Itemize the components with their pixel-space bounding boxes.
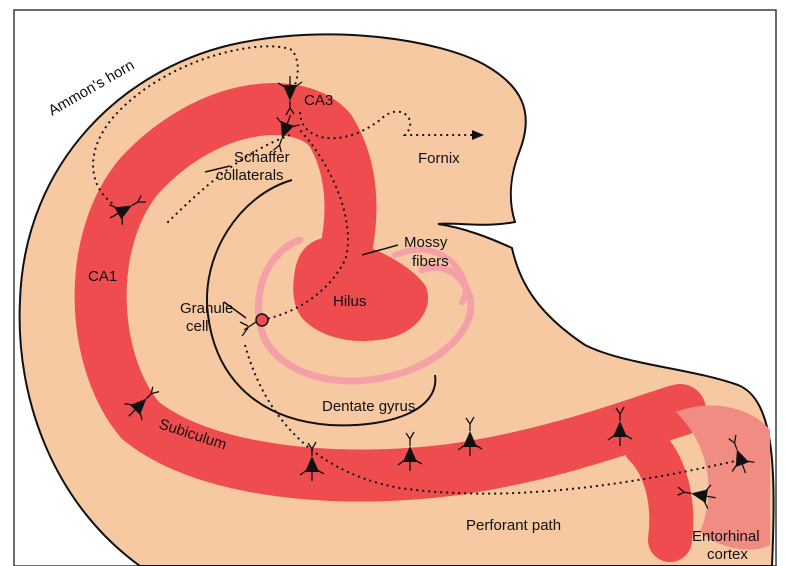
label-granule-2: cell [186, 318, 209, 335]
label-schaffer-2: collaterals [216, 167, 284, 184]
label-fornix: Fornix [418, 150, 460, 167]
marker-box [326, 196, 342, 226]
label-mossy-2: fibers [412, 253, 449, 270]
label-mossy-1: Mossy [404, 234, 448, 251]
label-hilus: Hilus [333, 293, 366, 310]
label-ca1: CA1 [88, 268, 117, 285]
label-perforant-path: Perforant path [466, 517, 561, 534]
label-entorhinal-2: cortex [707, 546, 748, 563]
label-entorhinal-1: Entorhinal [692, 528, 760, 545]
label-dentate-gyrus: Dentate gyrus [322, 398, 415, 415]
label-ca3: CA3 [304, 92, 333, 109]
label-granule-1: Granule [180, 300, 233, 317]
label-schaffer-1: Schaffer [234, 149, 290, 166]
